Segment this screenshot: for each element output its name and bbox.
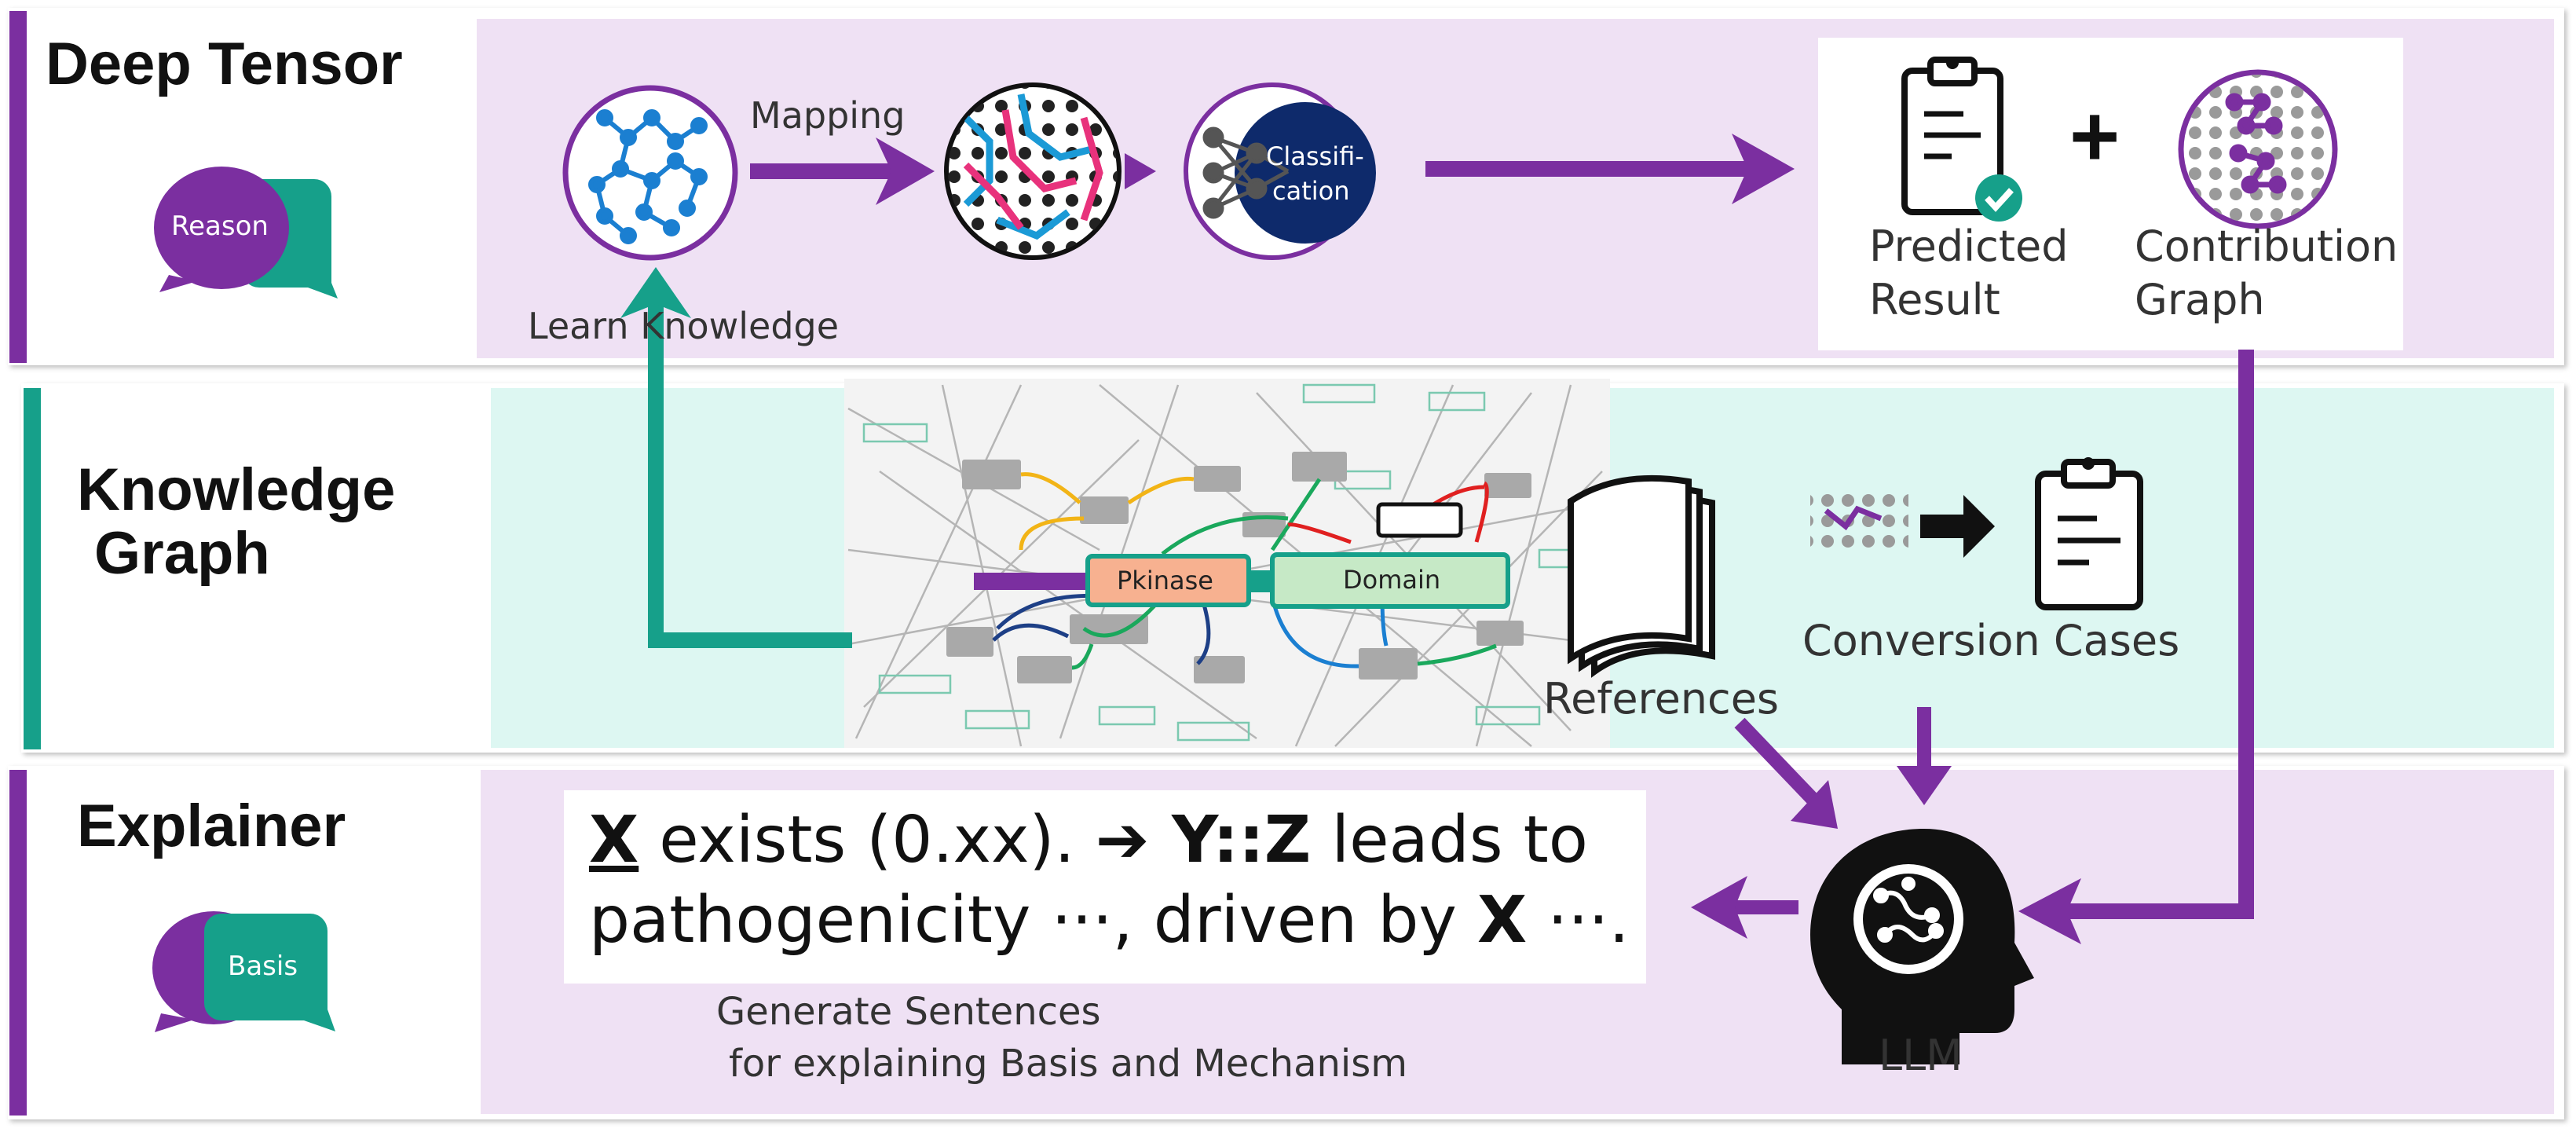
llm-output-arrow [1691,876,1798,939]
to-results-arrow [1425,134,1795,204]
knowledge-graph-image [844,379,1610,748]
domain-node-box [1270,552,1510,609]
mapping-label: Mapping [750,94,906,137]
generate-sentences-label-line1: Generate Sentences [716,990,1101,1034]
plus-sign: + [2069,88,2120,185]
contribution-graph-label-line2: Graph [2135,275,2265,324]
conversion-clipboard-icon [2035,457,2143,610]
predicted-result-label-line1: Predicted [1869,222,2069,271]
x-variable: X [589,803,639,877]
conversion-dots-icon [1810,491,1908,550]
llm-head-icon [1810,829,2034,1064]
explanation-sentence-line2: pathogenicity ···, driven by X ···. [589,883,1630,958]
classification-network-icon [1184,82,1376,260]
references-to-llm-arrow [1734,717,1838,829]
conversion-to-llm-arrow [1897,707,1952,805]
knowledge-network-icon [562,85,738,261]
domain-node-label: Domain [1343,565,1441,595]
conversion-cases-label: Conversion Cases [1802,616,2180,665]
deep-tensor-title: Deep Tensor [46,31,403,97]
references-label: References [1543,674,1780,724]
mapped-tensor-icon [944,82,1122,260]
small-connector-arrow [1125,153,1156,189]
classification-label-line2: cation [1272,176,1350,206]
clipboard-check-icon [1901,57,2022,222]
classification-label-line1: Classifi- [1266,141,1364,171]
learn-knowledge-arrow [620,267,852,648]
yz-variable: Y::Z [1149,803,1312,877]
generate-sentences-label-line2: for explaining Basis and Mechanism [729,1042,1408,1086]
explanation-sentence-box [564,790,1646,984]
knowledge-graph-title-line2: Graph [94,520,270,587]
explanation-sentence-line1: X exists (0.xx). ➔ Y::Z leads to [589,803,1588,877]
x-variable-bold: X [1476,883,1528,958]
conversion-arrow-icon [1920,495,1995,558]
mapping-arrow [750,137,935,205]
contribution-graph-icon [2178,69,2338,229]
predicted-result-label-line2: Result [1869,275,2000,324]
learn-knowledge-label: Learn Knowledge [528,305,840,347]
references-book-icon [1568,474,1715,678]
deep-tensor-accent-bar [9,11,27,363]
llm-label: LLM [1879,1031,1963,1080]
basis-speech-bubbles-icon [152,911,335,1032]
reason-speech-bubbles-icon [154,167,338,299]
reason-bubble-label: Reason [171,211,269,242]
explainer-accent-bar [9,770,27,1116]
pkinase-node-label: Pkinase [1117,566,1213,595]
basis-bubble-label: Basis [228,951,298,982]
explainer-title: Explainer [77,793,346,859]
contribution-to-llm-arrow [2018,350,2254,944]
contribution-graph-label-line1: Contribution [2135,222,2399,271]
knowledge-graph-title-line1: Knowledge [77,456,396,523]
knowledge-graph-accent-bar [24,388,41,749]
sentence-arrow: ➔ [1095,803,1150,877]
